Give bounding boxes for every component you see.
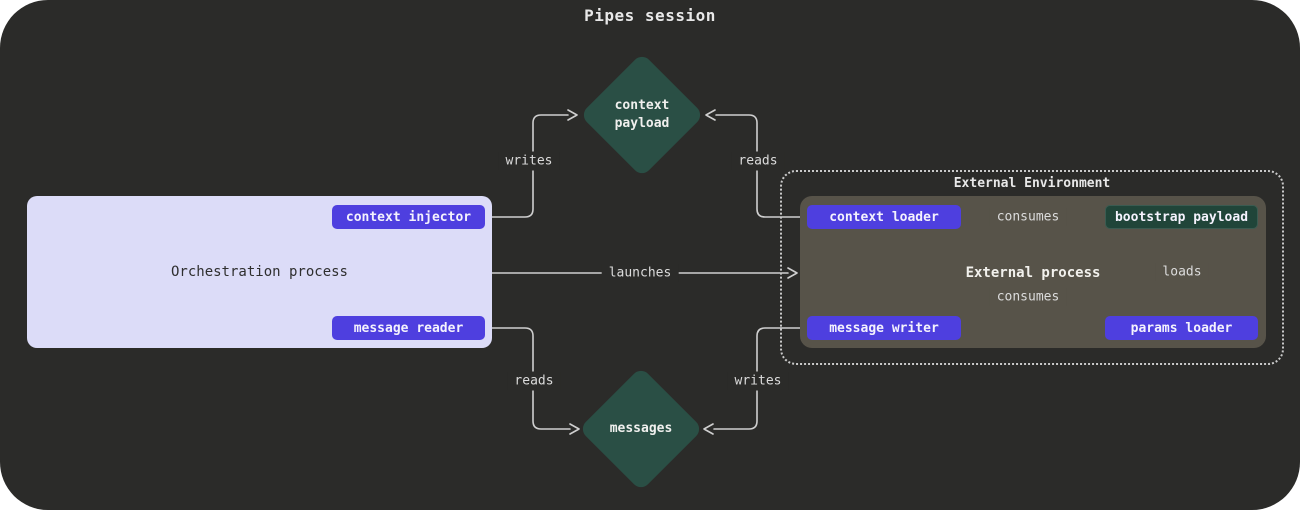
context-payload-store: context payload (579, 52, 705, 178)
edge-label-consumes-top: consumes (989, 207, 1067, 227)
external-process-label: External process (965, 265, 1101, 281)
external-environment-box (780, 170, 1284, 365)
messages-label: messages (609, 421, 673, 437)
edge-label-writes-bottom: writes (727, 371, 789, 391)
messages-store: messages (578, 366, 704, 492)
edge-label-writes-top: writes (498, 151, 560, 171)
external-environment-label: External Environment (953, 176, 1111, 191)
orchestration-process-label: Orchestration process (170, 264, 348, 280)
edge-label-launches: launches (601, 263, 679, 283)
message-writer-chip: message writer (807, 316, 961, 340)
bootstrap-payload-chip: bootstrap payload (1105, 205, 1258, 229)
message-reader-chip: message reader (332, 316, 485, 340)
context-payload-label: context payload (614, 98, 670, 131)
edge-label-reads-bottom: reads (507, 371, 561, 391)
diagram-title: Pipes session (584, 6, 716, 25)
params-loader-chip: params loader (1105, 316, 1258, 340)
context-loader-chip: context loader (807, 205, 961, 229)
edge-label-reads-top: reads (731, 151, 785, 171)
edge-label-consumes-bottom: consumes (989, 287, 1067, 307)
edge-label-loads: loads (1155, 262, 1209, 282)
context-injector-chip: context injector (332, 205, 485, 229)
